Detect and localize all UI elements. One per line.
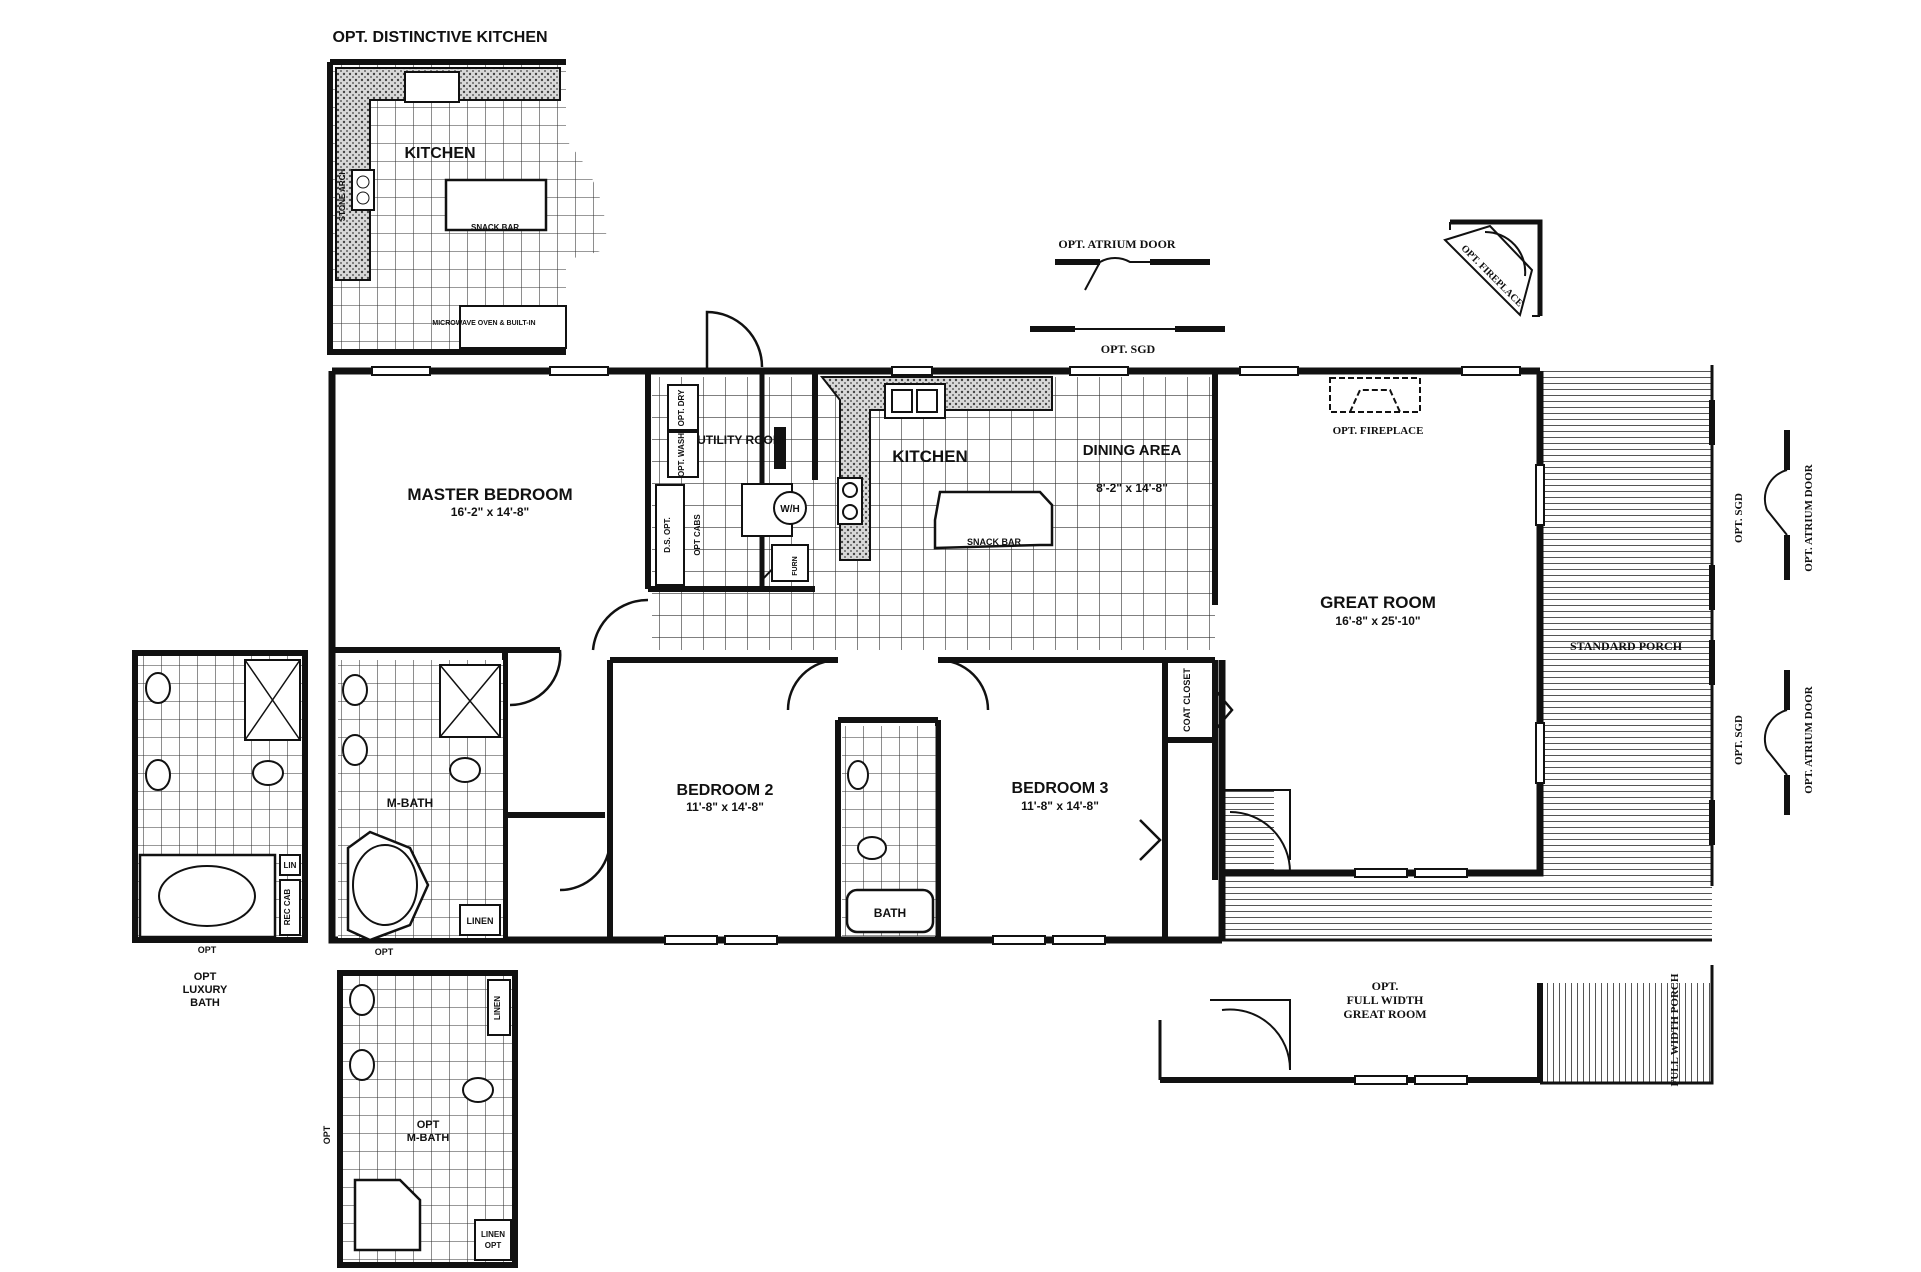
master-bedroom-dims: 16'-2" x 14'-8" — [451, 505, 529, 519]
rec-cab-label: REC CAB — [283, 889, 292, 926]
hall-tile-floor — [652, 589, 815, 650]
opt-dry-label: OPT. DRY — [677, 389, 686, 426]
opt-m-bath-opt-window: OPT — [322, 1125, 332, 1144]
utility-room-label: UTILITY ROOM — [697, 433, 783, 447]
opt-fireplace — [1329, 377, 1421, 413]
linen-label: LINEN — [467, 916, 494, 926]
great-room-stairs — [1222, 789, 1291, 873]
distinctive-kitchen-title: OPT. DISTINCTIVE KITCHEN — [332, 29, 547, 46]
water-heater-label: W/H — [780, 504, 799, 515]
great-room-dims: 16'-8" x 25'-10" — [1335, 614, 1420, 628]
opt-window-label: OPT — [375, 947, 394, 957]
snack-bar-label: SNACK BAR — [967, 537, 1022, 547]
dining-area-label: DINING AREA — [1083, 442, 1182, 459]
dining-area-dims: 8'-2" x 14'-8" — [1096, 481, 1168, 495]
full-width-gr-title-2: FULL WIDTH — [1347, 993, 1424, 1007]
standard-porch-label: STANDARD PORCH — [1570, 639, 1683, 653]
windows-top — [371, 366, 1521, 376]
opt-fireplace-label: OPT. FIREPLACE — [1333, 425, 1424, 437]
microwave-label: MICROWAVE OVEN & BUILT-IN — [432, 320, 535, 327]
furnace-label: FURN — [792, 556, 799, 575]
bedroom-3-label: BEDROOM 3 — [1012, 780, 1109, 797]
windows-right — [1535, 464, 1545, 784]
opt-sgd-label: OPT. SGD — [1101, 342, 1156, 356]
luxury-bath-title-2: LUXURY — [183, 984, 228, 996]
porch-steps — [1222, 790, 1274, 870]
ds-opt-label: D.S. OPT. — [663, 517, 672, 553]
opt-distinctive-kitchen — [327, 59, 607, 355]
right-opt-sgd-2: OPT. SGD — [1733, 715, 1745, 765]
luxury-bath-title-1: OPT — [194, 971, 217, 983]
kitchen-counters — [819, 376, 1053, 561]
opt-corner-fireplace — [1443, 219, 1543, 317]
main-house — [328, 310, 1714, 945]
opt-atrium-door-top — [1030, 257, 1225, 332]
opt-full-width-great-room — [1158, 965, 1714, 1085]
opt-wash-label: OPT. WASH — [677, 433, 686, 477]
bedroom-2-label: BEDROOM 2 — [677, 782, 774, 799]
stone-arch-label: STONE ARCH — [338, 169, 347, 222]
windows-bottom — [664, 868, 1468, 945]
luxury-bath-opt-window: OPT — [198, 945, 217, 955]
snack-bar-island — [933, 490, 1054, 550]
full-width-gr-title-3: GREAT ROOM — [1343, 1007, 1426, 1021]
opt-atrium-door-label: OPT. ATRIUM DOOR — [1058, 237, 1176, 251]
kitchen-label: KITCHEN — [892, 447, 968, 466]
opt-m-bath-title-2: M-BATH — [407, 1132, 450, 1144]
standard-porch-decking — [1540, 371, 1712, 886]
master-bath — [338, 660, 503, 942]
opt-m-bath-title-1: OPT — [417, 1119, 440, 1131]
full-width-porch-label: FULL WIDTH PORCH — [1669, 973, 1681, 1086]
utility-fixtures — [655, 384, 809, 586]
luxury-bath-title-3: BATH — [190, 997, 220, 1009]
opt-m-bath-linen: LINEN — [493, 996, 502, 1020]
linen-opt-2: OPT — [485, 1241, 502, 1250]
porch-bottom-decking — [1222, 873, 1712, 939]
lin-label: LIN — [284, 861, 297, 870]
hall-bath — [842, 726, 936, 936]
opt-luxury-bath — [132, 650, 308, 943]
opt-cabs-label: OPT CABS — [693, 514, 702, 556]
distinctive-kitchen-label: KITCHEN — [404, 145, 475, 162]
bath-label: BATH — [874, 906, 906, 920]
opt-m-bath — [337, 970, 518, 1268]
coat-closet-label: COAT CLOSET — [1182, 668, 1192, 732]
right-atrium-door-1: OPT. ATRIUM DOOR — [1803, 463, 1815, 572]
great-room-label: GREAT ROOM — [1320, 593, 1436, 612]
bedroom-2-dims: 11'-8" x 14'-8" — [686, 800, 764, 814]
master-bedroom-label: MASTER BEDROOM — [407, 485, 572, 504]
full-width-gr-title-1: OPT. — [1372, 979, 1399, 993]
right-atrium-door-2: OPT. ATRIUM DOOR — [1803, 685, 1815, 794]
right-opt-sgd-1: OPT. SGD — [1733, 493, 1745, 543]
right-opt-doors — [1709, 400, 1790, 845]
bedroom-3-dims: 11'-8" x 14'-8" — [1021, 799, 1099, 813]
m-bath-label: M-BATH — [387, 796, 433, 810]
distinctive-snack-bar: SNACK BAR — [471, 223, 519, 232]
linen-opt-1: LINEN — [481, 1230, 505, 1239]
